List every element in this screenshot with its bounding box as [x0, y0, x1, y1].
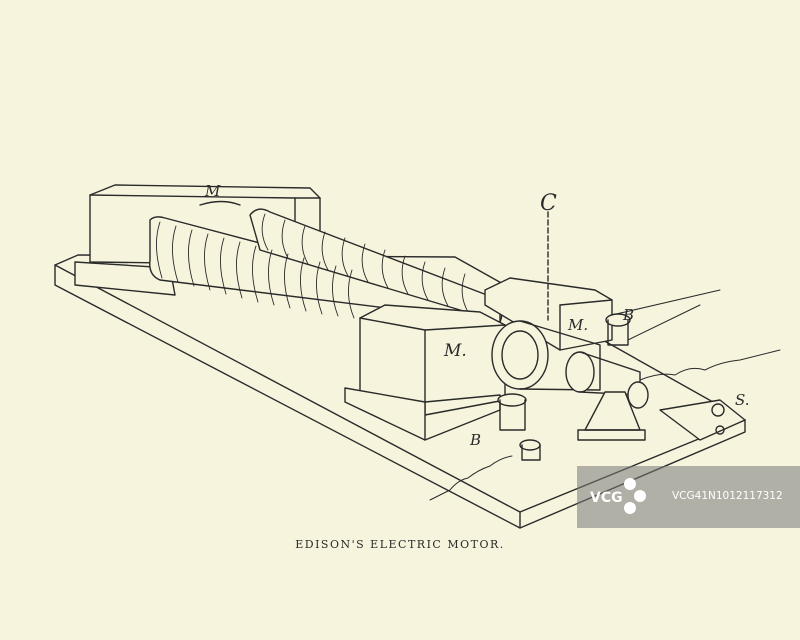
shaft-bearing	[577, 381, 649, 441]
front-magnet-block	[344, 304, 506, 441]
svg-text:VCG: VCG	[590, 490, 623, 506]
label-brush-top: B	[622, 306, 634, 324]
label-brush-left: B	[469, 431, 481, 449]
connecting-wires	[429, 289, 781, 501]
label-magnet-right: M.	[567, 316, 588, 334]
brush-terminals	[497, 313, 631, 461]
watermark-box	[577, 466, 800, 528]
label-commutator: C	[540, 191, 557, 216]
switch-plate	[659, 399, 746, 441]
label-magnet-front: M.	[443, 341, 467, 361]
label-switch: S.	[735, 391, 750, 409]
watermark-id: VCG41N1012117312	[672, 490, 783, 502]
figure-caption: EDISON'S ELECTRIC MOTOR.	[295, 538, 505, 551]
armature	[491, 211, 641, 396]
label-magnet-top: M	[204, 182, 221, 200]
watermark-logo: VCG	[590, 478, 646, 514]
